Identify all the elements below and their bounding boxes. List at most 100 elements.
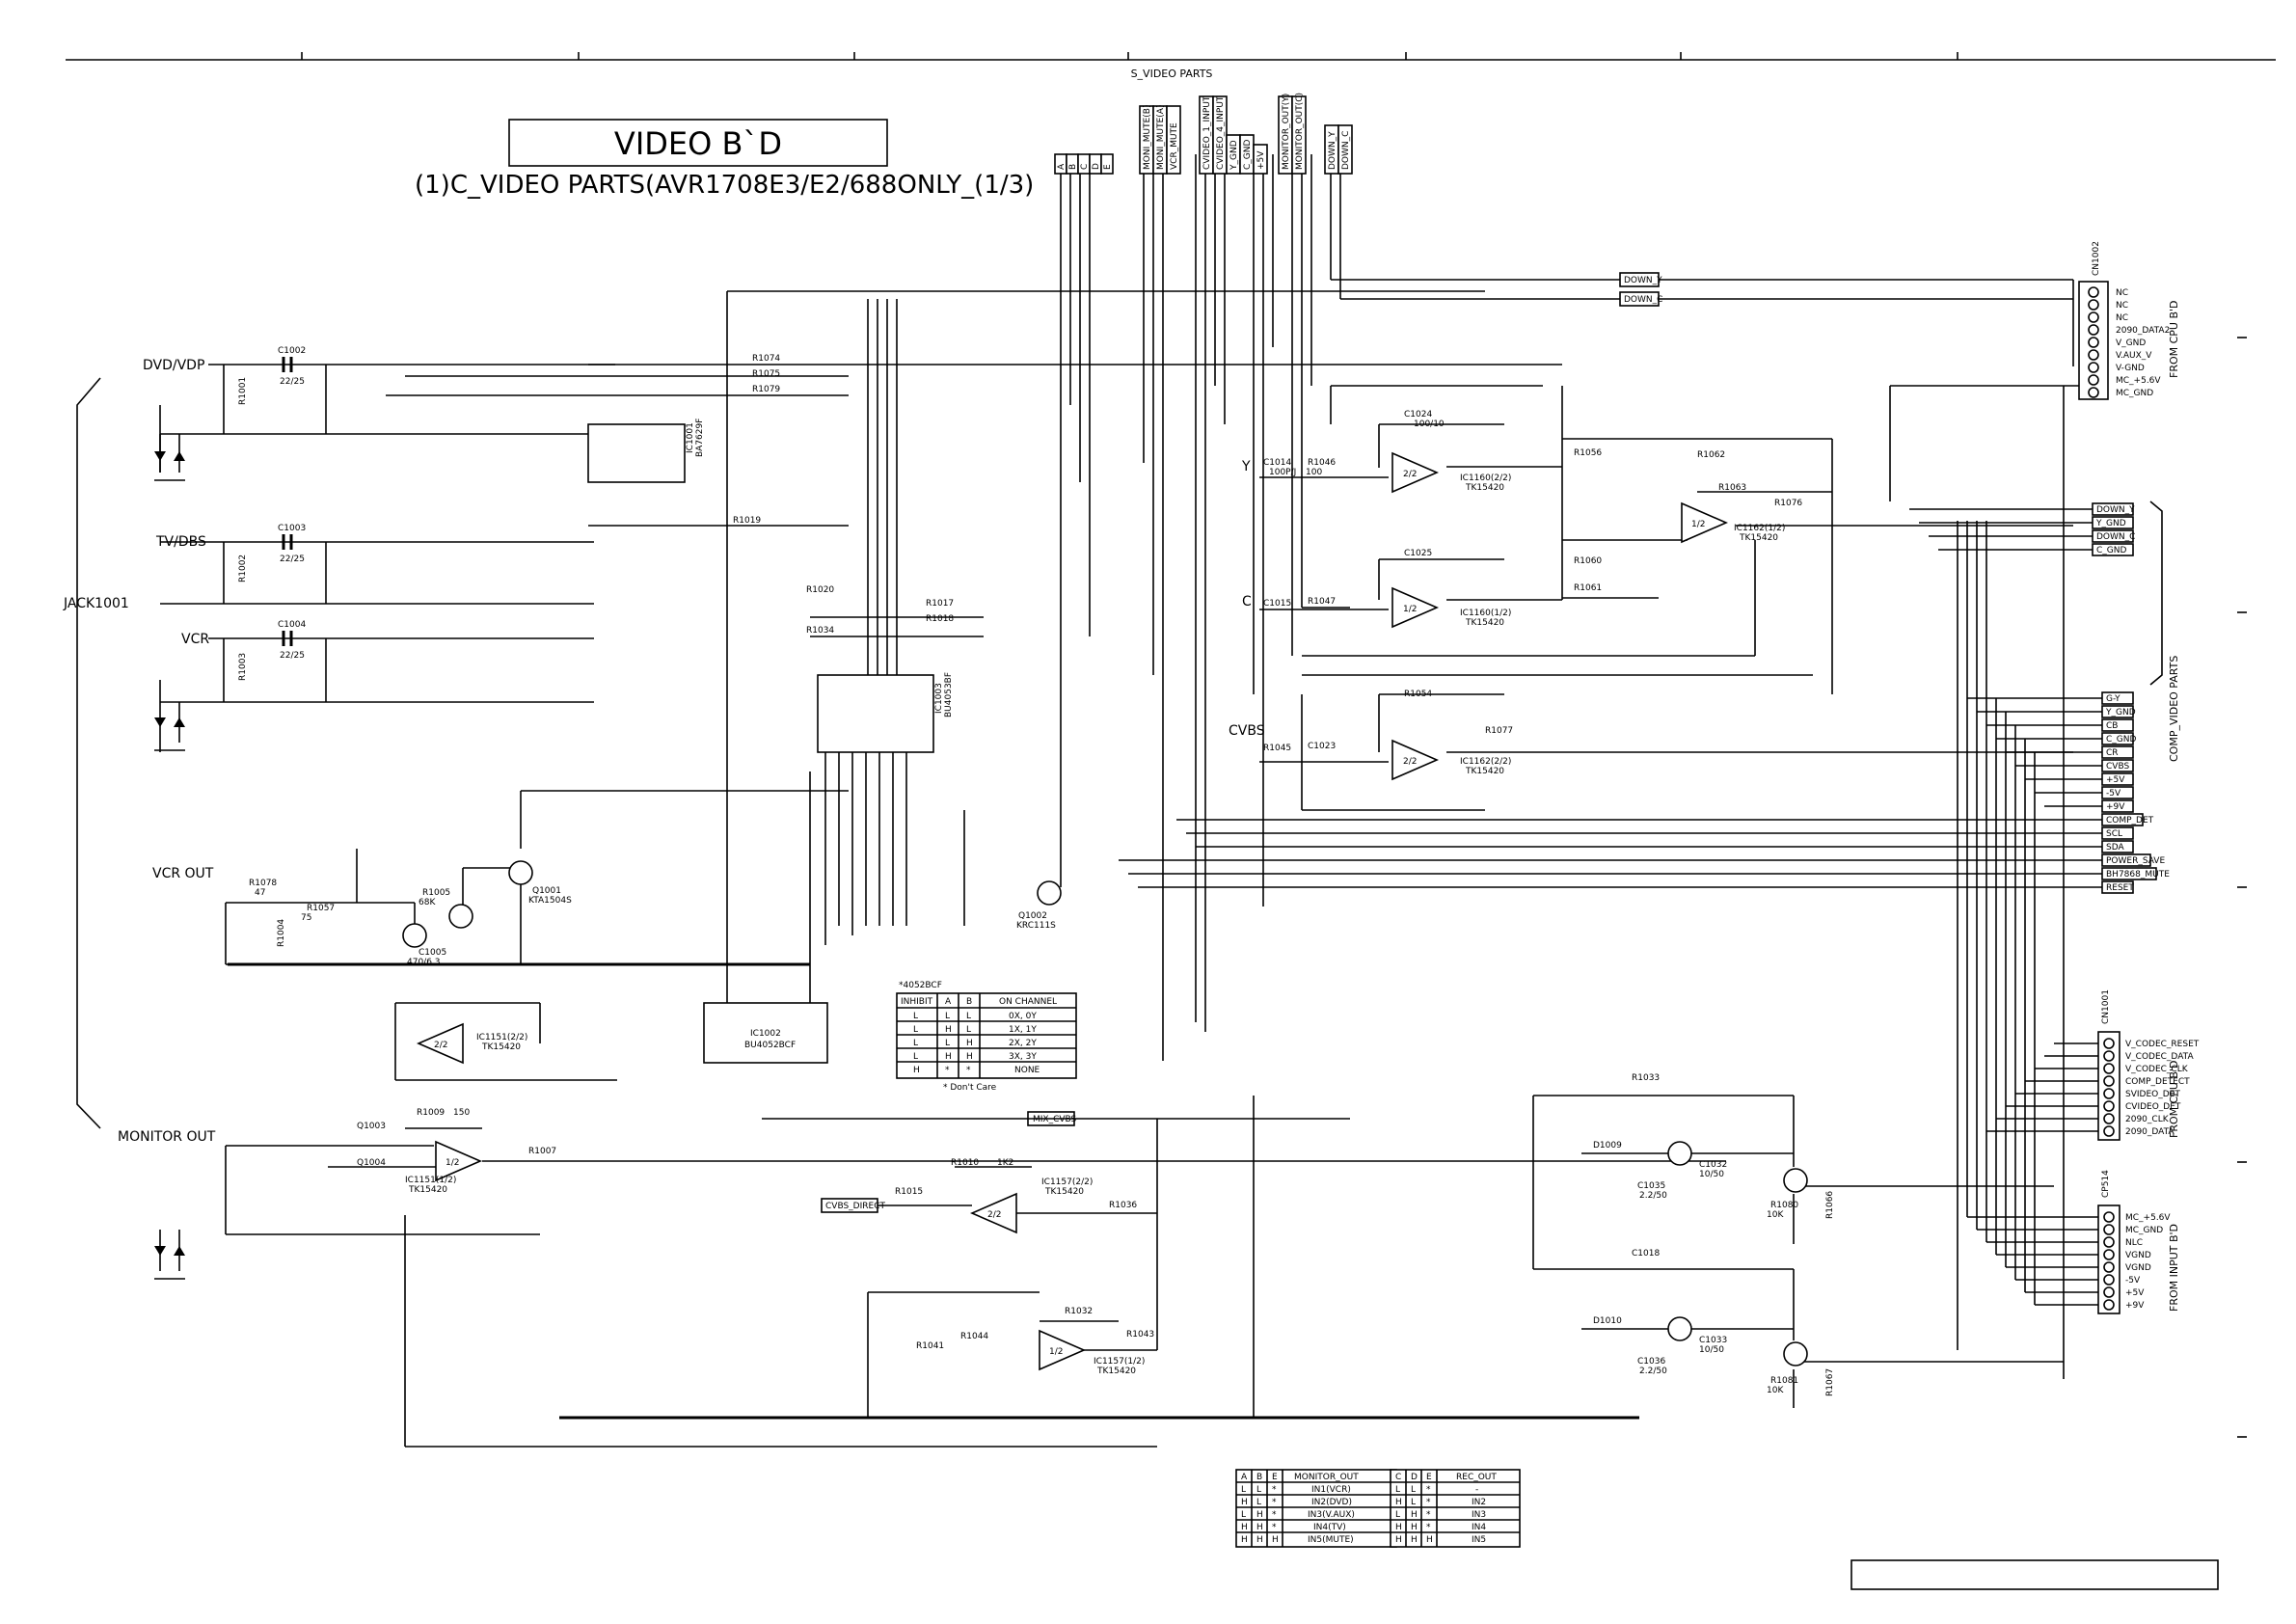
ic1002-r0c2: L [966, 1012, 971, 1021]
top-conn-b: B [1068, 164, 1078, 170]
part-c1005: R1057 [307, 904, 335, 913]
part-r1054: C1024 [1404, 410, 1432, 420]
part-d1010: C1018 [1632, 1249, 1660, 1259]
part-r1018: R1079 [752, 385, 780, 394]
rec-r2c0: L [1395, 1510, 1400, 1520]
ic1002-r4c1: * [945, 1066, 950, 1075]
cp514-from: FROM INPUT B'D [2168, 1224, 2180, 1312]
input-label-vcr: VCR [181, 632, 209, 647]
cp514-pin-5: VGND [2125, 1263, 2151, 1273]
ic1002-r3c1: H [945, 1052, 952, 1062]
rec-r2c3: IN3 [1472, 1510, 1486, 1520]
comp-tag-3: C_GND [2106, 735, 2136, 744]
top-conn-monitor-c: MONITOR_OUT(C) [1295, 93, 1305, 170]
ic1002-truth-table [896, 992, 1077, 1079]
part-r1067-val: 2.2/50 [1639, 1367, 1667, 1376]
rec-r3c1: H [1411, 1523, 1418, 1532]
rec-r3c2: * [1426, 1523, 1431, 1532]
comp-tag-5: CVBS [2106, 762, 2129, 771]
ic1002-r3c0: L [913, 1052, 918, 1062]
cp514-pin-1: MC_+5.6V [2125, 1213, 2171, 1223]
part-d1009: R1033 [1632, 1073, 1660, 1083]
amp-section-wiring [1259, 385, 2073, 811]
part-c1035: C1032 [1699, 1160, 1727, 1170]
top-conn-c-gnd: C_GND [1243, 140, 1253, 170]
ic1162-2-ref: IC1162(2/2) [1460, 757, 1511, 767]
mon-th-b: B [1256, 1473, 1262, 1482]
mon-r0c1: L [1256, 1485, 1261, 1495]
opamp-ic1162-2: 2/2 [1391, 739, 1440, 781]
part-c1002-val: 22/25 [280, 377, 305, 387]
ic1162-2-part: TK15420 [1465, 767, 1504, 776]
opamp-ic1157-1: 1/2 [1039, 1329, 1087, 1371]
part-c1023-val: 100 [1306, 468, 1322, 477]
ic1002-th-inhibit: INHIBIT [901, 997, 933, 1007]
part-r1009: Q1003 [357, 1122, 386, 1131]
cn1001-pin-6: CVIDEO_DET [2125, 1102, 2181, 1112]
comp-tag-11: SDA [2106, 843, 2124, 853]
ic1001-ref: IC1001 [686, 422, 695, 453]
cn1002-pin-6: V.AUX_V [2116, 351, 2152, 361]
ic1160-1-ref: IC1160(1/2) [1460, 609, 1511, 618]
part-r1076: R1062 [1697, 450, 1725, 460]
top-conn-monitor-y: MONITOR_OUT(Y) [1282, 94, 1291, 170]
vcr-out-wiring [225, 790, 849, 966]
mon-r3c2: * [1272, 1523, 1277, 1532]
part-r1056: R1054 [1404, 690, 1432, 699]
ic1002-r2c2: H [966, 1039, 973, 1048]
top-conn-c: C [1080, 164, 1090, 170]
rec-r1c3: IN2 [1472, 1498, 1486, 1507]
q1004-symbol [1037, 880, 1062, 906]
rec-r0c1: L [1411, 1485, 1416, 1495]
mon-r2c2: * [1272, 1510, 1277, 1520]
q1009-symbol [1667, 1141, 1692, 1166]
cn1002-pin-7: V-GND [2116, 364, 2145, 373]
rec-r3c3: IN4 [1472, 1523, 1486, 1532]
ic1160-2-ref: IC1160(2/2) [1460, 474, 1511, 483]
part-r1055: C1025 [1404, 549, 1432, 558]
cn1001-connector [1986, 1031, 2120, 1141]
comp-tag-6: +5V [2106, 775, 2125, 785]
part-r1046: C1015 [1263, 599, 1291, 609]
part-r1081: R1067 [1825, 1368, 1835, 1396]
q1001-symbol [402, 923, 427, 948]
part-q1012: R1081 [1770, 1376, 1798, 1386]
mon-th-e: E [1272, 1473, 1278, 1482]
q1011-symbol [1783, 1168, 1808, 1193]
opamp-ic1151-1: 1/2 [435, 1140, 483, 1182]
rec-r0c2: * [1426, 1485, 1431, 1495]
part-r1019: R1074 [752, 354, 780, 364]
diode-clamp-top [154, 434, 185, 481]
top-conn-moni-mute-b: MONI_MUTE(B) [1143, 105, 1152, 170]
net-cvbs-direct: CVBS_DIRECT [825, 1202, 885, 1211]
cn1001-pin-7: 2090_CLK [2125, 1115, 2170, 1124]
cp514-ref: CP514 [2101, 1170, 2111, 1198]
ic1157-1-part: TK15420 [1096, 1367, 1136, 1376]
part-q1001-val: 470/6.3 [407, 958, 441, 967]
ic1162-1-part: TK15420 [1739, 533, 1778, 543]
mon-r4c3: IN5(MUTE) [1308, 1535, 1354, 1545]
ic1002-r0c3: 0X, 0Y [1009, 1012, 1037, 1021]
cn1002-connector [2078, 281, 2109, 400]
input-wiring [159, 364, 615, 752]
diode-clamp-bottom [154, 1230, 185, 1280]
jack-label: JACK1001 [63, 596, 129, 611]
ic1162-1-ref: IC1162(1/2) [1734, 524, 1785, 533]
rec-r2c1: H [1411, 1510, 1418, 1520]
cn1002-pin-1: NC [2116, 288, 2128, 298]
ic1003-ref: IC1003 [934, 683, 944, 714]
top-conn-down-y: DOWN_Y [1328, 131, 1337, 170]
cp514-pin-3: NLC [2125, 1238, 2143, 1248]
net-mix-cvbs: MIX_CVBS [1033, 1115, 1077, 1124]
rec-r1c2: * [1426, 1498, 1431, 1507]
ic1002-r4c0: H [913, 1066, 920, 1075]
title-box [508, 119, 888, 167]
top-connectors [1054, 95, 1353, 175]
part-r1035: R1018 [926, 614, 954, 624]
part-c1032: D1009 [1593, 1141, 1622, 1150]
ic1002-r1c1: H [945, 1025, 952, 1035]
comp-tag-10: SCL [2106, 829, 2122, 839]
tag-down-y-box [1619, 272, 1660, 287]
top-conn-moni-mute-a: MONI_MUTE(A) [1156, 105, 1166, 170]
opamp-ic1162-1: 1/2 [1681, 501, 1729, 544]
